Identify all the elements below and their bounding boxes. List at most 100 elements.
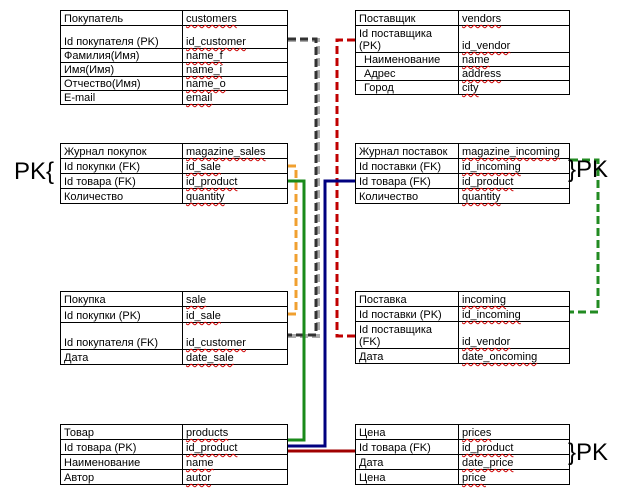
- table-name-cell: customers: [182, 10, 288, 26]
- connector-product-sales: [288, 179, 306, 442]
- field-column: name: [182, 454, 288, 470]
- field-row: Количество quantity: [60, 188, 288, 204]
- field-label: Цена: [355, 469, 459, 485]
- field-column: date_price: [458, 454, 570, 470]
- field-row: E-mail email: [60, 90, 288, 105]
- table-title-row: Журнал покупок magazine_sales: [60, 143, 288, 159]
- field-column: address: [458, 66, 570, 81]
- field-row: Дата date_price: [355, 454, 570, 470]
- field-row: Id товара (PK) id_product: [60, 439, 288, 455]
- entity-name-cell: Покупатель: [60, 10, 183, 26]
- field-label: Количество: [355, 188, 459, 204]
- field-column: id_product: [458, 439, 570, 455]
- field-label: Количество: [60, 188, 183, 204]
- table-name-cell: incoming: [458, 291, 570, 307]
- field-column: id_customer: [182, 25, 288, 49]
- field-label: Адрес: [355, 66, 459, 81]
- table-title-row: Поставщик vendors: [355, 10, 570, 26]
- field-column: name_o: [182, 76, 288, 91]
- field-label: Id покупки (FK): [60, 158, 183, 174]
- field-column: city: [458, 80, 570, 95]
- connector-vendor: [335, 38, 355, 338]
- field-column: id_incoming: [458, 158, 570, 174]
- field-label: Автор: [60, 469, 183, 485]
- field-row: Адрес address: [355, 66, 570, 81]
- field-column: autor: [182, 469, 288, 485]
- field-label: Отчество(Имя): [60, 76, 183, 91]
- field-column: id_sale: [182, 306, 288, 323]
- field-label: Id товара (FK): [60, 173, 183, 189]
- field-column: name: [458, 52, 570, 67]
- field-column: id_incoming: [458, 306, 570, 322]
- field-label: Дата: [355, 348, 459, 364]
- field-label: E-mail: [60, 90, 183, 105]
- field-label: Наименование: [355, 52, 459, 67]
- field-column: id_customer: [182, 322, 288, 350]
- field-column: id_product: [182, 439, 288, 455]
- table-title-row: Покупка sale: [60, 291, 288, 307]
- field-column: id_sale: [182, 158, 288, 174]
- field-row: Id товара (FK) id_product: [355, 439, 570, 455]
- table-magazine-incoming: Журнал поставок magazine_incoming Id пос…: [355, 143, 570, 204]
- field-column: email: [182, 90, 288, 105]
- field-label: Дата: [355, 454, 459, 470]
- table-customers: Покупатель customers Id покупателя (PK) …: [60, 10, 288, 105]
- entity-name-cell: Журнал покупок: [60, 143, 183, 159]
- table-sale: Покупка sale Id покупки (PK) id_sale Id …: [60, 291, 288, 365]
- table-prices: Цена prices Id товара (FK) id_product Да…: [355, 424, 570, 485]
- table-title-row: Журнал поставок magazine_incoming: [355, 143, 570, 159]
- field-label: Id товара (FK): [355, 173, 459, 189]
- connector-product-incoming: [288, 179, 355, 448]
- field-label: Город: [355, 80, 459, 95]
- field-row: Наименование name: [355, 52, 570, 67]
- field-row: Id покупателя (PK) id_customer: [60, 25, 288, 49]
- table-vendors: Поставщик vendors Id поставщика (PK) id_…: [355, 10, 570, 95]
- table-name-cell: magazine_sales: [182, 143, 288, 159]
- field-column: date_oncoming: [458, 348, 570, 364]
- field-column: quantity: [182, 188, 288, 204]
- entity-name-cell: Цена: [355, 424, 459, 440]
- field-column: price: [458, 469, 570, 485]
- table-name-cell: products: [182, 424, 288, 440]
- field-row: Id поставки (PK) id_incoming: [355, 306, 570, 322]
- field-row: Id покупателя (FK) id_customer: [60, 322, 288, 350]
- field-label: Id покупателя (PK): [60, 25, 183, 49]
- field-row: Id поставщика (FK) id_vendor: [355, 321, 570, 349]
- field-row: Id поставки (FK) id_incoming: [355, 158, 570, 174]
- field-row: Id покупки (FK) id_sale: [60, 158, 288, 174]
- field-label: Id товара (FK): [355, 439, 459, 455]
- table-title-row: Покупатель customers: [60, 10, 288, 26]
- field-row: Количество quantity: [355, 188, 570, 204]
- table-incoming: Поставка incoming Id поставки (PK) id_in…: [355, 291, 570, 364]
- field-column: id_product: [458, 173, 570, 189]
- field-column: id_vendor: [458, 321, 570, 349]
- field-row: Id товара (FK) id_product: [355, 173, 570, 189]
- field-row: Id товара (FK) id_product: [60, 173, 288, 189]
- entity-name-cell: Товар: [60, 424, 183, 440]
- table-products: Товар products Id товара (PK) id_product…: [60, 424, 288, 485]
- field-label: Id поставки (FK): [355, 158, 459, 174]
- table-name-cell: prices: [458, 424, 570, 440]
- field-label: Наименование: [60, 454, 183, 470]
- field-label: Фамилия(Имя): [60, 48, 183, 63]
- field-label: Id покупателя (FK): [60, 322, 183, 350]
- table-title-row: Поставка incoming: [355, 291, 570, 307]
- field-row: Автор autor: [60, 469, 288, 485]
- field-column: name_i: [182, 62, 288, 77]
- field-column: id_product: [182, 173, 288, 189]
- field-label: Id поставщика (PK): [355, 25, 459, 53]
- field-column: name_f: [182, 48, 288, 63]
- table-name-cell: magazine_incoming: [458, 143, 570, 159]
- field-row: Дата date_oncoming: [355, 348, 570, 364]
- pk-annotation-prices: }PK: [568, 439, 609, 466]
- table-name-cell: sale: [182, 291, 288, 307]
- field-row: Фамилия(Имя) name_f: [60, 48, 288, 63]
- field-column: id_vendor: [458, 25, 570, 53]
- field-label: Id поставки (PK): [355, 306, 459, 322]
- connector-customer-shadow: [288, 37, 318, 337]
- pk-annotation-left: PK{: [14, 158, 55, 185]
- entity-name-cell: Поставка: [355, 291, 459, 307]
- field-label: Имя(Имя): [60, 62, 183, 77]
- connector-sale: [288, 164, 298, 316]
